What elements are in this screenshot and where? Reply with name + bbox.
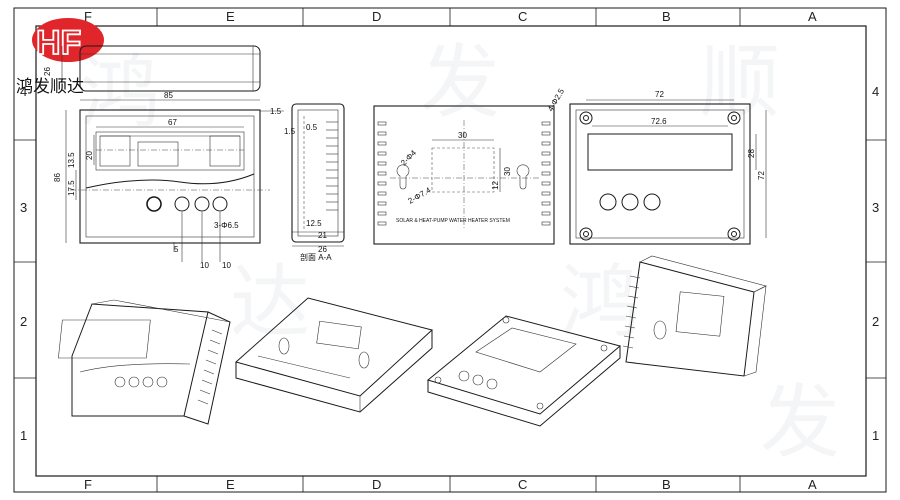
dimension-label: 72.6 (651, 117, 667, 126)
zone-label: 1 (20, 428, 27, 443)
logo-text: HF (36, 24, 81, 62)
dimension-label: 12.5 (306, 219, 322, 228)
dimension-label: 86 (53, 173, 62, 182)
lid-view: 72 72.6 4-Φ2.5 28 72 (546, 87, 767, 245)
keyhole-slot (516, 164, 530, 190)
dimension-label: 10 (200, 261, 209, 270)
top-view: 26 (43, 45, 261, 92)
watermark-layer: 鸿 发 顺 达 鸿 发 (80, 38, 840, 467)
inner-border (35, 25, 867, 477)
dimension-label: 26 (318, 245, 327, 254)
watermark-glyph: 发 (420, 38, 500, 127)
keyhole-slot (396, 164, 410, 190)
zone-label: A (808, 9, 817, 24)
iso-front-enclosure (58, 299, 231, 425)
zone-label: E (226, 9, 235, 24)
dimension-label: 2-Φ4 (399, 148, 418, 167)
column-labels: F E D C B A F E D C B A (84, 9, 817, 492)
zone-label: 3 (872, 200, 879, 215)
zone-label: C (518, 477, 527, 492)
dimension-label: 72 (757, 171, 766, 180)
zone-label: 4 (20, 84, 27, 99)
watermark-glyph: 鸿 (80, 48, 160, 137)
dimension-label: 1.5 (270, 107, 282, 116)
zone-label: B (662, 477, 671, 492)
dimension-label: 85 (164, 91, 173, 100)
zone-label: 1 (872, 428, 879, 443)
dimension-label: 67 (168, 118, 177, 127)
dimension-label: 5 (174, 245, 179, 254)
zone-label: E (226, 477, 235, 492)
watermark-glyph: 发 (760, 378, 840, 467)
zone-label: F (84, 9, 92, 24)
zone-label: D (372, 9, 381, 24)
zone-label: D (372, 477, 381, 492)
watermark-glyph: 达 (230, 258, 310, 347)
dimension-label: 28 (747, 149, 756, 158)
zone-dividers (14, 8, 886, 492)
vent-slots-right (541, 121, 551, 226)
dimension-label: 0.5 (306, 123, 318, 132)
vent-slots-left (377, 121, 387, 226)
dimension-label: 30 (458, 131, 467, 140)
front-view: 85 67 1.5 86 20 13.5 17.5 5 10 10 3-Φ6.5 (53, 91, 284, 270)
dimension-label: 12 (491, 181, 500, 190)
iso-open-enclosure (622, 255, 767, 377)
iso-back-enclosure (234, 297, 434, 413)
dimension-label: 3-Φ6.5 (214, 221, 239, 230)
zone-label: 4 (872, 84, 879, 99)
dimension-label: 10 (222, 261, 231, 270)
zone-label: C (518, 9, 527, 24)
watermark-glyph: 鸿 (560, 258, 640, 347)
dimension-label: 2-Φ7.4 (407, 185, 433, 205)
row-labels: 4 3 2 1 4 3 2 1 (20, 84, 879, 443)
watermark-glyph: 顺 (700, 38, 780, 127)
dimension-label: 4-Φ2.5 (546, 87, 566, 113)
dimension-label: 72 (655, 90, 664, 99)
iso-lid (426, 315, 622, 427)
section-view: 1.5 0.5 12.5 21 26 剖面 A-A (284, 103, 345, 262)
brand-name: 鸿发顺达 (16, 77, 84, 97)
product-caption: SOLAR & HEAT-PUMP WATER HEATER SYSTEM (396, 218, 510, 224)
zone-label: B (662, 9, 671, 24)
brand-logo: HF (32, 18, 104, 63)
dimension-label: 1.5 (284, 127, 296, 136)
zone-label: 2 (20, 314, 27, 329)
zone-label: 3 (20, 200, 27, 215)
dimension-label: 30 (503, 167, 512, 176)
zone-label: A (808, 477, 817, 492)
dimension-label: 17.5 (67, 180, 76, 196)
dimension-label: 13.5 (67, 152, 76, 168)
zone-label: F (84, 477, 92, 492)
dimension-label: 26 (43, 67, 52, 76)
dimension-label: 21 (318, 231, 327, 240)
section-label: 剖面 A-A (300, 252, 332, 262)
dimension-label: 20 (85, 151, 94, 160)
zone-label: 2 (872, 314, 879, 329)
